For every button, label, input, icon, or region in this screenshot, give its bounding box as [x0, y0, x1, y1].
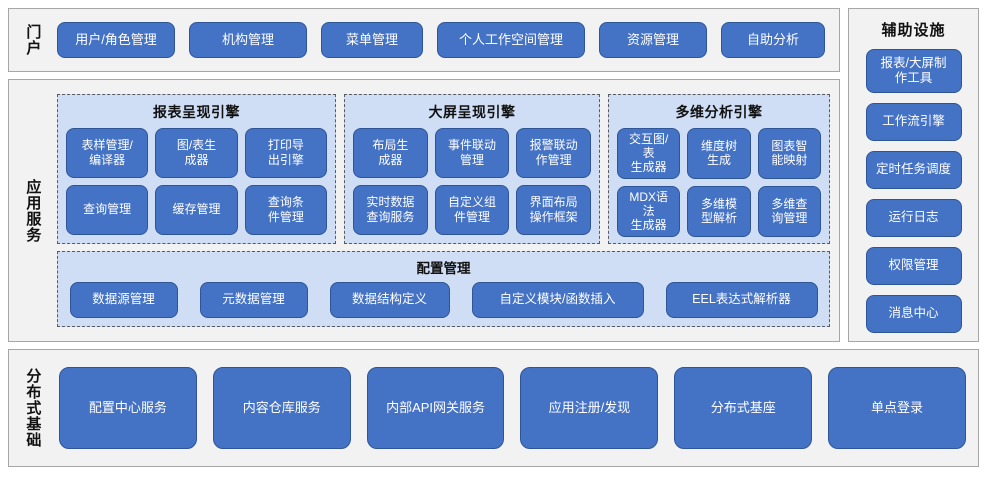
engine-item-dimension-tree-generation[interactable]: 维度树 生成 — [687, 127, 751, 179]
multidimensional-analysis-engine-title: 多维分析引擎 — [675, 103, 763, 120]
auxiliary-facilities-section: 辅助设施 报表/大屏制 作工具 工作流引擎 定时任务调度 运行日志 权限管理 消… — [848, 8, 979, 342]
config-item-datasource-management[interactable]: 数据源管理 — [69, 282, 178, 318]
distributed-base-section-label: 分布式基础 — [24, 368, 42, 448]
application-services-section: 应用服务 报表呈现引擎 表样管理/ 编译器 图/表生 成器 打印导 出引擎 查询… — [8, 79, 840, 342]
configuration-management-title: 配置管理 — [416, 260, 471, 276]
base-button-app-registration-discovery[interactable]: 应用注册/发现 — [520, 367, 659, 449]
portal-button-resource-management[interactable]: 资源管理 — [599, 22, 707, 58]
distributed-base-row: 配置中心服务 内容仓库服务 内部API网关服务 应用注册/发现 分布式基座 单点… — [55, 350, 978, 466]
application-services-section-label: 应用服务 — [24, 178, 42, 243]
application-services-body: 报表呈现引擎 表样管理/ 编译器 图/表生 成器 打印导 出引擎 查询管理 缓存… — [55, 80, 839, 341]
bigscreen-rendering-engine-grid: 布局生 成器 事件联动 管理 报警联动 作管理 实时数据 查询服务 自定义组 件… — [353, 127, 591, 235]
engine-item-layout-generator[interactable]: 布局生 成器 — [353, 127, 428, 178]
config-item-custom-module-function-insertion[interactable]: 自定义模块/函数插入 — [471, 282, 644, 318]
engine-item-template-management-compiler[interactable]: 表样管理/ 编译器 — [66, 127, 149, 178]
aux-item-message-center[interactable]: 消息中心 — [865, 295, 962, 333]
engine-item-mdx-syntax-generator[interactable]: MDX语法 生成器 — [617, 185, 681, 237]
base-button-distributed-foundation[interactable]: 分布式基座 — [674, 367, 813, 449]
config-item-eel-expression-parser[interactable]: EEL表达式解析器 — [665, 282, 818, 318]
engine-item-multidimensional-query-management[interactable]: 多维查 询管理 — [757, 185, 821, 237]
portal-section-label: 门户 — [24, 24, 42, 56]
engine-item-alarm-linkage-action-management[interactable]: 报警联动 作管理 — [516, 127, 591, 178]
aux-item-scheduled-task-scheduling[interactable]: 定时任务调度 — [865, 151, 962, 189]
report-rendering-engine-title: 报表呈现引擎 — [153, 103, 240, 120]
engine-item-realtime-data-query-service[interactable]: 实时数据 查询服务 — [353, 184, 428, 235]
left-stack: 门户 用户/角色管理 机构管理 菜单管理 个人工作空间管理 资源管理 自助分析 … — [8, 8, 840, 342]
config-item-metadata-management[interactable]: 元数据管理 — [199, 282, 308, 318]
portal-button-menu-management[interactable]: 菜单管理 — [321, 22, 423, 58]
bigscreen-rendering-engine-panel: 大屏呈现引擎 布局生 成器 事件联动 管理 报警联动 作管理 实时数据 查询服务… — [344, 93, 600, 244]
base-button-content-repository-service[interactable]: 内容仓库服务 — [212, 367, 351, 449]
engine-item-chart-smart-mapping[interactable]: 图表智 能映射 — [757, 127, 821, 179]
engine-item-event-linkage-management[interactable]: 事件联动 管理 — [434, 127, 510, 178]
portal-button-self-service-analysis[interactable]: 自助分析 — [721, 22, 825, 58]
engine-item-print-export-engine[interactable]: 打印导 出引擎 — [244, 127, 327, 178]
multidimensional-analysis-engine-grid: 交互图/表 生成器 维度树 生成 图表智 能映射 MDX语法 生成器 多维模 型… — [617, 127, 821, 237]
engine-item-cache-management[interactable]: 缓存管理 — [155, 184, 238, 235]
portal-button-personal-workspace-management[interactable]: 个人工作空间管理 — [437, 22, 585, 58]
engine-item-query-management[interactable]: 查询管理 — [66, 184, 149, 235]
base-button-internal-api-gateway-service[interactable]: 内部API网关服务 — [366, 367, 505, 449]
engines-row: 报表呈现引擎 表样管理/ 编译器 图/表生 成器 打印导 出引擎 查询管理 缓存… — [57, 93, 830, 244]
engine-item-ui-layout-operation-framework[interactable]: 界面布局 操作框架 — [516, 184, 591, 235]
engine-item-query-condition-management[interactable]: 查询条 件管理 — [244, 184, 327, 235]
engine-item-multidimensional-model-parsing[interactable]: 多维模 型解析 — [687, 185, 751, 237]
report-rendering-engine-grid: 表样管理/ 编译器 图/表生 成器 打印导 出引擎 查询管理 缓存管理 查询条 … — [66, 127, 327, 235]
engine-item-interactive-chart-table-generator[interactable]: 交互图/表 生成器 — [617, 127, 681, 179]
engine-item-chart-table-generator[interactable]: 图/表生 成器 — [155, 127, 238, 178]
portal-button-user-role-management[interactable]: 用户/角色管理 — [57, 22, 175, 58]
portal-button-row: 用户/角色管理 机构管理 菜单管理 个人工作空间管理 资源管理 自助分析 — [55, 9, 839, 71]
base-button-config-center-service[interactable]: 配置中心服务 — [59, 367, 197, 449]
multidimensional-analysis-engine-panel: 多维分析引擎 交互图/表 生成器 维度树 生成 图表智 能映射 MDX语法 生成… — [608, 93, 830, 244]
config-item-data-structure-definition[interactable]: 数据结构定义 — [329, 282, 450, 318]
distributed-base-section: 分布式基础 配置中心服务 内容仓库服务 内部API网关服务 应用注册/发现 分布… — [8, 349, 979, 467]
upper-zone: 门户 用户/角色管理 机构管理 菜单管理 个人工作空间管理 资源管理 自助分析 … — [8, 8, 979, 342]
aux-item-report-bigscreen-authoring-tool[interactable]: 报表/大屏制 作工具 — [865, 49, 962, 93]
configuration-management-row: 数据源管理 元数据管理 数据结构定义 自定义模块/函数插入 EEL表达式解析器 — [68, 282, 819, 319]
portal-section: 门户 用户/角色管理 机构管理 菜单管理 个人工作空间管理 资源管理 自助分析 — [8, 8, 840, 72]
bigscreen-rendering-engine-title: 大屏呈现引擎 — [428, 103, 516, 120]
configuration-management-panel: 配置管理 数据源管理 元数据管理 数据结构定义 自定义模块/函数插入 EEL表达… — [57, 250, 830, 327]
base-button-single-sign-on[interactable]: 单点登录 — [828, 367, 966, 449]
portal-button-org-management[interactable]: 机构管理 — [189, 22, 307, 58]
engine-item-custom-component-management[interactable]: 自定义组 件管理 — [434, 184, 510, 235]
aux-item-runtime-log[interactable]: 运行日志 — [865, 199, 962, 237]
auxiliary-facilities-list: 报表/大屏制 作工具 工作流引擎 定时任务调度 运行日志 权限管理 消息中心 — [849, 49, 978, 333]
aux-item-permission-management[interactable]: 权限管理 — [865, 247, 962, 285]
aux-item-workflow-engine[interactable]: 工作流引擎 — [865, 103, 962, 141]
auxiliary-facilities-title: 辅助设施 — [881, 22, 946, 39]
report-rendering-engine-panel: 报表呈现引擎 表样管理/ 编译器 图/表生 成器 打印导 出引擎 查询管理 缓存… — [57, 93, 336, 244]
